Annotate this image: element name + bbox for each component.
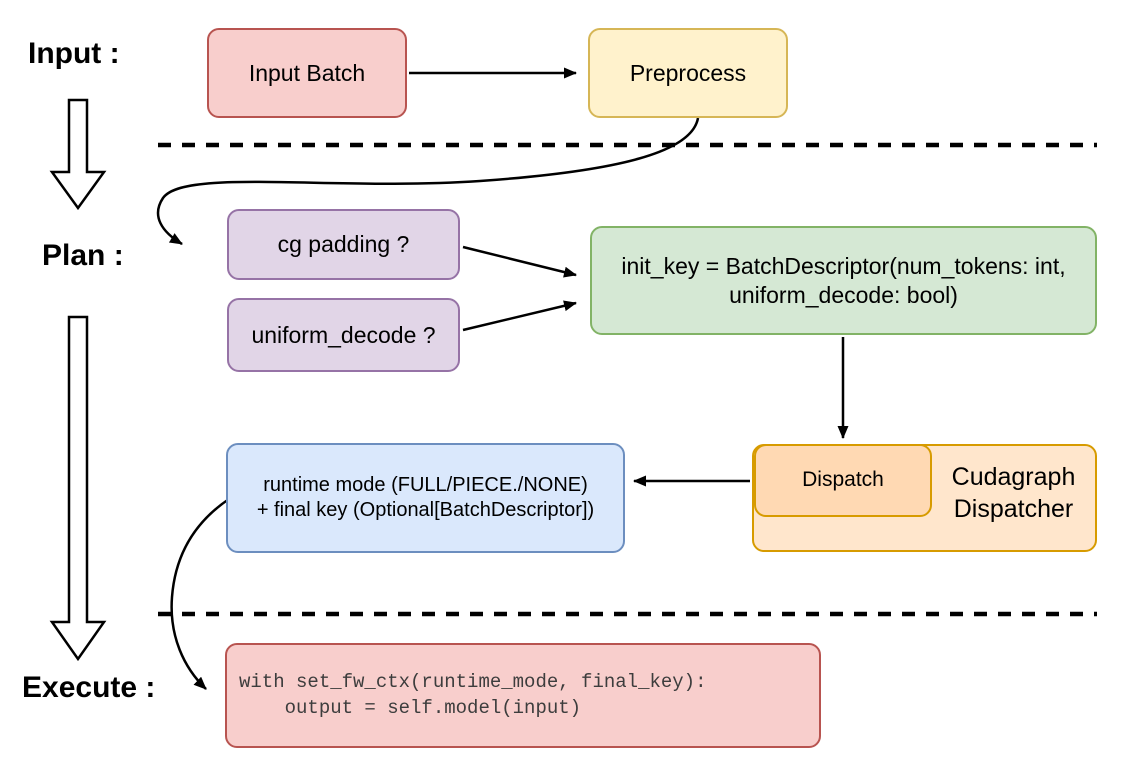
connector-cgpadding-initkey [462, 245, 577, 278]
node-dispatch: Dispatch [754, 444, 932, 517]
phase-label-execute: Execute : [22, 671, 156, 704]
node-init-key: init_key = BatchDescriptor(num_tokens: i… [590, 226, 1097, 335]
node-preprocess-label: Preprocess [629, 59, 747, 86]
cudagraph-dispatcher-line1: Cudagraph [951, 463, 1076, 491]
node-execute-code: with set_fw_ctx(runtime_mode, final_key)… [225, 643, 821, 748]
node-cudagraph-dispatcher-title: Cudagraph Dispatcher [930, 461, 1097, 525]
connector-runtimemode-executecode [170, 497, 230, 690]
node-cg-padding-label: cg padding ? [277, 231, 410, 258]
node-init-key-line2: uniform_decode: bool) [729, 281, 958, 308]
node-runtime-mode-line2: + final key (Optional[BatchDescriptor]) [256, 499, 595, 521]
node-runtime-mode: runtime mode (FULL/PIECE./NONE) + final … [226, 443, 625, 553]
cudagraph-dispatcher-line2: Dispatcher [953, 495, 1074, 523]
execute-code-line2: output = self.model(input) [239, 696, 582, 719]
block-arrow-input-to-plan [49, 98, 107, 211]
phase-label-input: Input : [28, 37, 120, 70]
node-runtime-mode-line1: runtime mode (FULL/PIECE./NONE) [263, 474, 588, 496]
execute-code-line1: with set_fw_ctx(runtime_mode, final_key)… [239, 670, 707, 693]
node-dispatch-label: Dispatch [802, 468, 884, 492]
node-uniform-decode: uniform_decode ? [227, 298, 460, 372]
phase-label-plan: Plan : [42, 239, 124, 272]
node-cg-padding: cg padding ? [227, 209, 460, 280]
node-input-batch: Input Batch [207, 28, 407, 118]
node-init-key-line1: init_key = BatchDescriptor(num_tokens: i… [621, 252, 1066, 279]
node-uniform-decode-label: uniform_decode ? [251, 321, 436, 348]
node-preprocess: Preprocess [588, 28, 788, 118]
block-arrow-plan-to-execute [49, 315, 107, 662]
connector-uniformdecode-initkey [462, 300, 577, 332]
node-input-batch-label: Input Batch [248, 59, 366, 86]
